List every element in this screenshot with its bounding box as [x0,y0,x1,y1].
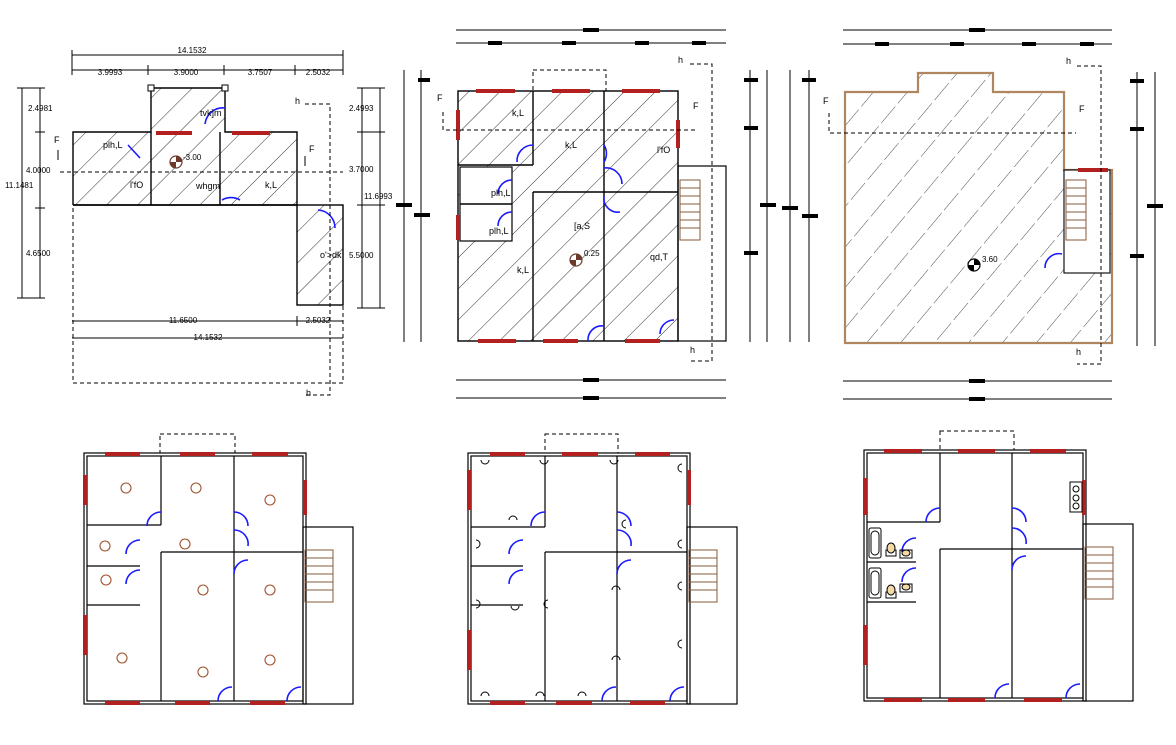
dim-left-total: 11.1481 [5,181,34,190]
dim-left-2: 4.0000 [26,166,51,175]
section-mark-h-bottom: h [306,388,311,398]
section-mark-f-right: F [1079,104,1085,114]
plan-4-lighting [83,433,354,705]
sink-icon [899,549,913,593]
dim-top-total: 14.1532 [178,46,207,55]
dim-bottom-seg-1: 11.6500 [169,316,198,325]
toilet-icon [885,542,897,599]
room-label-lfo: l'fO [130,180,143,190]
section-mark-f-left: F [437,93,443,103]
section-mark-f-left: F [54,135,60,145]
level-label: -3.00 [183,153,202,162]
section-mark-h-top: h [295,96,300,106]
level-label: 0.25 [584,249,600,258]
room-label-kl-1: k,L [512,108,524,118]
section-mark-h-top: h [678,55,683,65]
level-label: 3.60 [982,255,998,264]
stove-icon [1069,481,1083,513]
plan-5-electrical [467,433,738,705]
dim-top-seg-3: 3.7507 [248,68,273,77]
dim-top-seg-2: 3.9000 [174,68,199,77]
room-label-odk: o'>dk [320,250,342,260]
ceiling-light-icons [99,482,276,678]
section-mark-f-left: F [823,96,829,106]
bathtub-icon [868,527,882,599]
plan-6-furniture [863,430,1134,702]
section-mark-f-right: F [693,101,699,111]
room-label-plh-1: plh,L [491,188,511,198]
dim-bottom-total: 14.1532 [194,333,223,342]
room-label-lfo: l'fO [657,145,670,155]
dim-top-seg-4: 2.5032 [306,68,331,77]
dim-right-total: 11.6993 [364,192,393,201]
room-label-tvk: tvk]m [200,108,222,118]
section-mark-h-bottom: h [1076,347,1081,357]
dim-right-3: 5.5000 [349,251,374,260]
dim-left-3: 4.6500 [26,249,51,258]
section-mark-f-right: F [309,144,315,154]
dim-left-1: 2.4981 [28,104,53,113]
socket-icons [475,459,683,697]
section-mark-h-top: h [1066,56,1071,66]
section-mark-h-bottom: h [690,345,695,355]
room-label-kl-2: k,L [565,140,577,150]
room-label-plh: plh,L [103,140,123,150]
room-label-kl: k,L [265,180,277,190]
plan-3-roof: 3.60 F F h h [823,28,1163,401]
room-label-plh-2: plh,L [489,226,509,236]
dim-bottom-seg-2: 2.5032 [306,316,331,325]
plan-2-ground-floor: k,L k,L l'fO plh,L plh,L [a,S k,L qd,T 0… [396,28,818,400]
plan-1-basement: 14.1532 3.9993 3.9000 3.7507 2.5032 2.49… [5,46,393,398]
dim-top-seg-1: 3.9993 [98,68,123,77]
room-label-whgm: whgm [195,181,220,191]
room-label-qdt: qd,T [650,252,669,262]
room-label-kl-3: k,L [517,265,529,275]
dim-right-1: 2.4993 [349,104,374,113]
room-label-as: [a,S [574,221,590,231]
dim-right-2: 3.7000 [349,165,374,174]
